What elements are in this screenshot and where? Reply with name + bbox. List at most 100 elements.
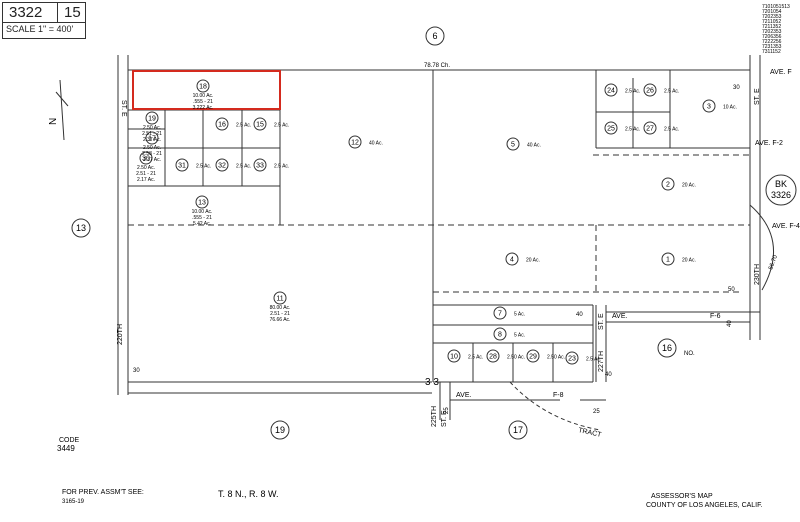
parcel-number: 15: [256, 122, 264, 129]
parcel-circle: [145, 131, 159, 145]
dim-40b: 40: [605, 372, 612, 378]
parcel-circle: [643, 83, 657, 97]
parcel-area: 2.50 Ac.: [143, 125, 161, 131]
street-ave-low: AVE.: [456, 392, 471, 399]
parcel-number: 2: [666, 182, 670, 189]
street-230th: 230TH: [754, 264, 761, 285]
dim-40c: 40: [727, 320, 733, 327]
top-right-code: 7202353: [762, 29, 782, 35]
parcel-circle: [604, 83, 618, 97]
neighbor-block-circle: [270, 420, 290, 440]
no-label: NO.: [684, 351, 695, 357]
top-right-code: 7201054: [762, 9, 782, 15]
street-st-e-low: ST. E: [441, 410, 448, 427]
neighbor-block-circle: [71, 218, 91, 238]
parcel-area: 2.50 Ac.: [547, 355, 565, 361]
dim-50: 50: [728, 287, 735, 293]
tract-label: TRACT: [578, 427, 603, 439]
parcel-area: 2.5 Ac.: [468, 355, 483, 361]
street-ave-f4: AVE. F-4: [772, 223, 800, 230]
parcel-circle: [253, 117, 267, 131]
parcel-area: 2.51 - 21: [142, 131, 162, 137]
parcel-area: 2.5 Ac.: [625, 89, 640, 95]
book-ref-circle: [765, 174, 797, 206]
parcel-area: .555 - 21: [193, 99, 213, 105]
neighbor-block-label: 19: [275, 425, 285, 435]
parcel-circle: [493, 327, 507, 341]
parcel-area: 5.42 Ac.: [193, 221, 211, 227]
parcel-number: 32: [218, 163, 226, 170]
street-f6: F-6: [710, 313, 721, 320]
parcel-circle: [195, 195, 209, 209]
parcel-number: 23: [568, 356, 576, 363]
parcel-circle: [643, 121, 657, 135]
street-227th: 227TH: [598, 351, 605, 372]
parcel-area: 2.5 Ac.: [274, 123, 289, 129]
dim-25: 25: [444, 407, 450, 414]
parcel-number: 7: [498, 311, 502, 318]
parcel-number: 13: [198, 200, 206, 207]
code-value: 3449: [57, 444, 75, 453]
parcel-circle: [506, 137, 520, 151]
parcel-area: 40 Ac.: [527, 143, 541, 149]
parcel-circle: [145, 111, 159, 125]
parcel-number: 29: [529, 354, 537, 361]
dim-top: 78.78 Ch.: [424, 63, 450, 69]
parcel-circle: [604, 121, 618, 135]
parcel-number: 26: [646, 88, 654, 95]
parcel-area: 2.50 Ac.: [143, 145, 161, 151]
parcel-number: 12: [351, 140, 359, 147]
parcel-area: 3.222 Ac.: [193, 105, 214, 111]
neighbor-block-circle: [657, 338, 677, 358]
prev-assmt-line2: 3165-19: [62, 499, 85, 505]
parcel-area: 2.17 Ac.: [137, 177, 155, 183]
top-right-code: 7101051513: [762, 4, 790, 10]
parcel-number: 28: [489, 354, 497, 361]
parcel-circle: [661, 252, 675, 266]
parcel-circle: [526, 349, 540, 363]
parcel-area: 2.5 Ac.: [664, 89, 679, 95]
parcel-area: 2.5 Ac.: [664, 127, 679, 133]
parcel-area: 2.51 - 21: [270, 311, 290, 317]
street-f8: F-8: [553, 392, 564, 399]
parcel-circle: [702, 99, 716, 113]
parcel-number: 4: [510, 257, 514, 264]
parcel-area: 2.5 Ac.: [586, 357, 601, 363]
parcel-number: 31: [178, 163, 186, 170]
top-right-code: 7211052: [762, 19, 781, 25]
parcel-circle: [447, 349, 461, 363]
parcel-number: 10: [450, 354, 458, 361]
north-arrow-icon: [55, 79, 69, 141]
parcel-number: 19: [148, 116, 156, 123]
parcel-number: 17: [148, 136, 156, 143]
prev-assmt-line1: FOR PREV. ASSM'T SEE:: [62, 489, 144, 496]
parcel-area: 2.58 - 21: [142, 151, 162, 157]
top-right-code: 7231353: [762, 44, 782, 50]
top-right-code: 7202353: [762, 14, 782, 20]
parcel-area: 2.5 Ac.: [236, 123, 251, 129]
parcel-number: 16: [218, 122, 226, 129]
parcel-area: 2.5 Ac.: [236, 164, 251, 170]
parcel-number: 11: [276, 296, 283, 303]
parcel-number: 24: [607, 88, 615, 95]
top-right-code: 7222256: [762, 39, 782, 45]
street-st-e-mid: ST. E: [598, 313, 605, 330]
dim-30b: 30: [133, 368, 140, 374]
parcel-area: 2.5 Ac.: [196, 164, 211, 170]
parcel-circle: [175, 158, 189, 172]
street-ave-mid: AVE.: [612, 313, 627, 320]
parcel-area: 2.5 Ac.: [625, 127, 640, 133]
map-number: 3322: [9, 4, 43, 21]
book-ref-line2: 3326: [771, 190, 791, 200]
parcel-area: 20 Ac.: [682, 258, 696, 264]
parcel-area: 2.37 Ac.: [143, 157, 161, 163]
street-ave-f2: AVE. F-2: [755, 140, 783, 147]
dim-40: 40: [576, 312, 583, 318]
neighbor-block-label: 6: [432, 31, 437, 41]
top-right-code: 7311152: [762, 49, 781, 55]
highlighted-parcel-outline: [132, 70, 281, 110]
dim-30: 30: [733, 85, 740, 91]
parcel-area: 5 Ac.: [514, 333, 525, 339]
scale-label: SCALE 1" = 400': [6, 24, 74, 34]
parcel-circle: [215, 158, 229, 172]
